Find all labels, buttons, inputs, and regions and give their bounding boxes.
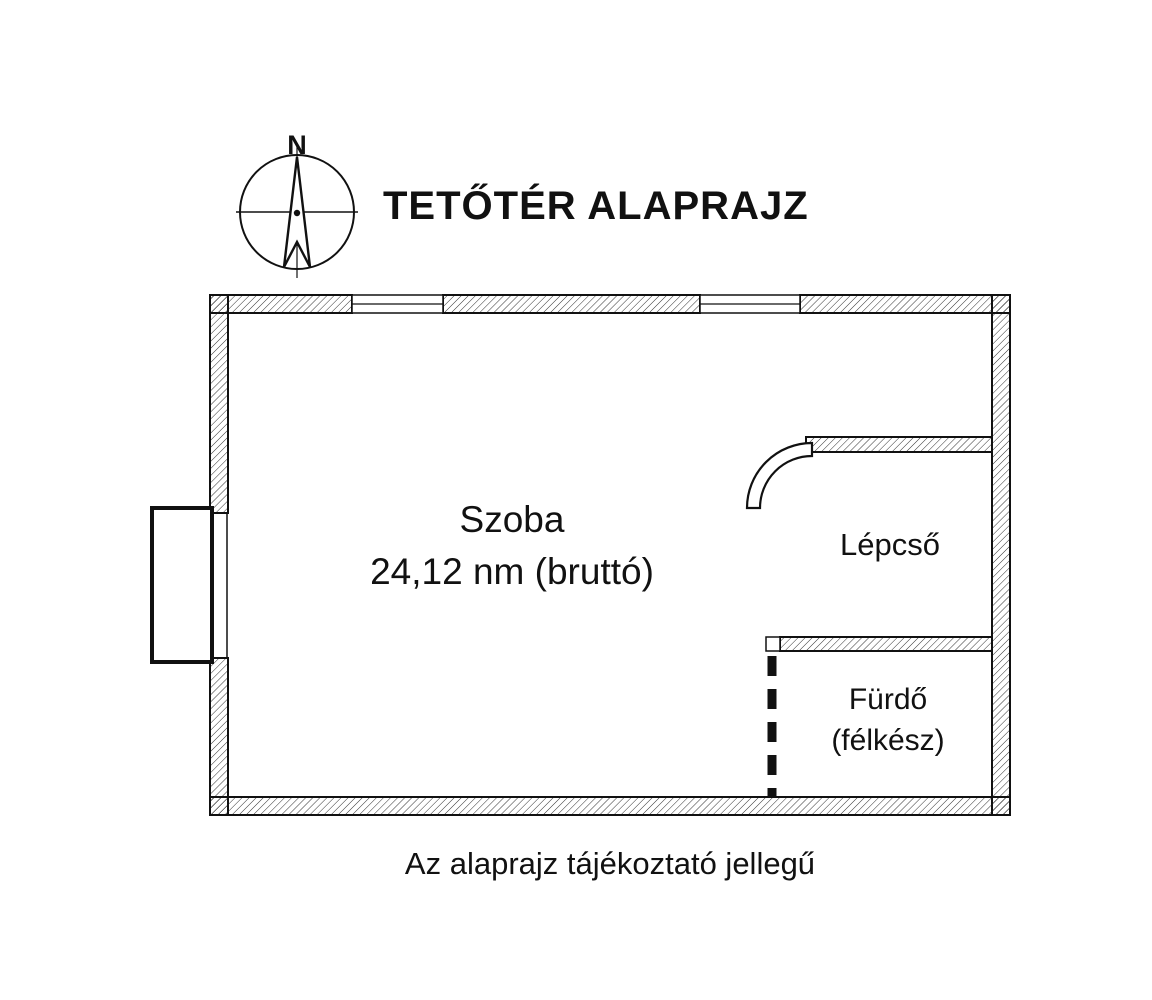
- wall-bottom: [209, 796, 1011, 816]
- room-lepcso-name: Lépcső: [840, 527, 940, 562]
- room-szoba-area: 24,12 nm (bruttó): [370, 551, 654, 592]
- wall-top-segment-middle: [442, 294, 701, 314]
- room-furdo-status: (félkész): [831, 724, 945, 757]
- footer-note: Az alaprajz tájékoztató jellegű: [404, 846, 816, 881]
- wall-left-segment-bottom: [209, 657, 229, 816]
- room-furdo-name: Fürdő: [848, 683, 928, 716]
- wall-left-segment-top: [209, 294, 229, 514]
- wall-top-segment-right: [799, 294, 1011, 314]
- wall-furdo-end-post: [765, 636, 781, 652]
- room-szoba-name: Szoba: [459, 499, 565, 540]
- compass-circle: [239, 154, 355, 270]
- window-top-right: [699, 294, 801, 314]
- compass-rose-icon: N: [236, 130, 358, 278]
- door-swing-arc: [745, 441, 814, 510]
- page-title: TETŐTÉR ALAPRAJZ: [383, 184, 809, 228]
- wall-right: [991, 294, 1011, 816]
- room-label-lepcso: Lépcső: [790, 527, 990, 563]
- wall-top-segment-left: [209, 294, 353, 314]
- room-label-szoba: Szoba 24,12 nm (bruttó): [262, 494, 762, 598]
- exterior-door-frame: [150, 506, 214, 664]
- compass-north-label: N: [287, 130, 307, 160]
- compass-center-dot: [293, 209, 301, 217]
- window-top-left: [351, 294, 444, 314]
- room-label-furdo: Fürdő (félkész): [788, 679, 988, 761]
- wall-lepcso-top: [805, 436, 993, 453]
- wall-furdo-top: [779, 636, 993, 652]
